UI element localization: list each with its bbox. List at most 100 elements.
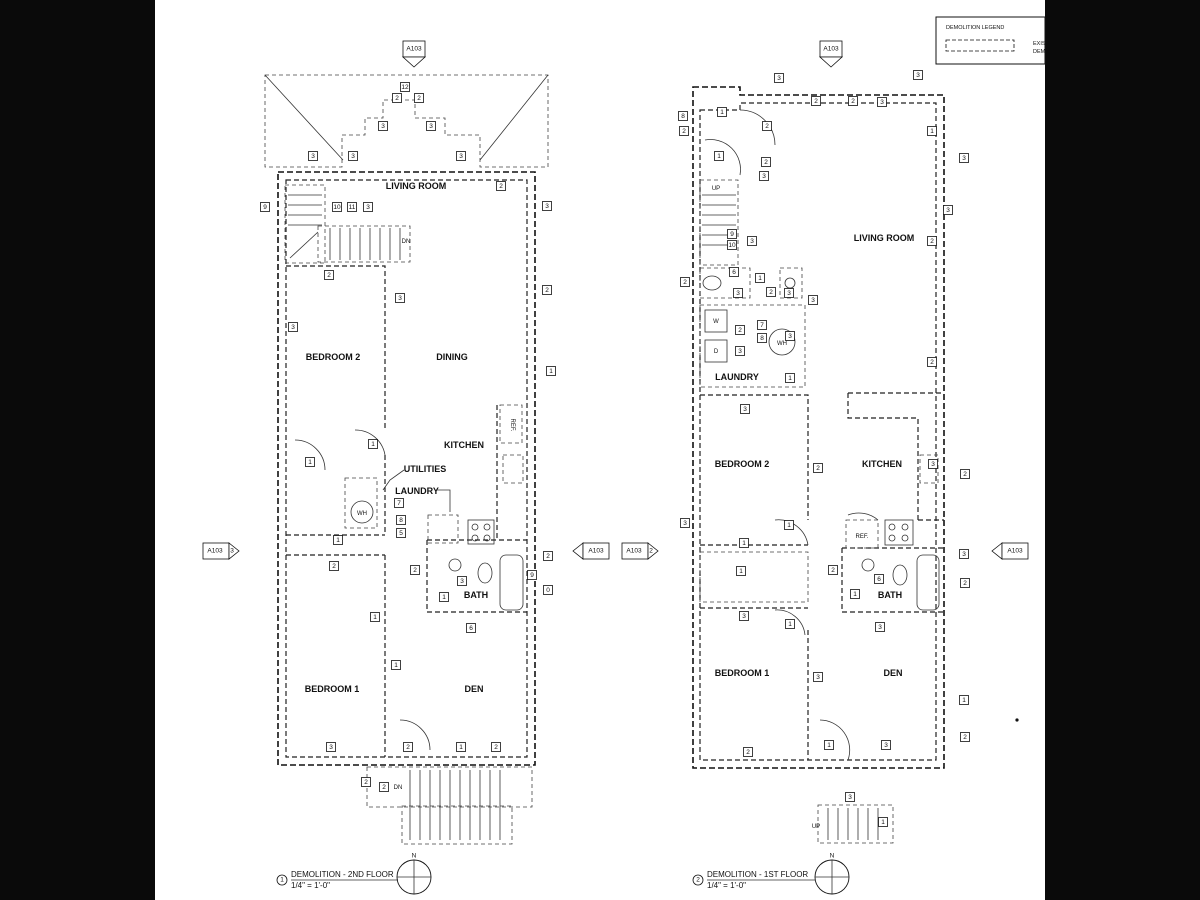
plan2-keynote-number: 1: [742, 540, 746, 547]
plan2-keynote-tag: 2: [735, 325, 745, 335]
plan2-keynote-box: [927, 357, 937, 367]
plan2-keynote-box: [943, 205, 953, 215]
plan1-keynote-tag: 9: [260, 202, 270, 212]
plan2-keynote-number: 3: [742, 613, 746, 620]
ext-stair-up-label: UP: [812, 824, 820, 830]
plan2-keynote-tag: 1: [927, 126, 937, 136]
plan2-keynote-number: 2: [963, 580, 967, 587]
ref-label: REF.: [509, 418, 515, 431]
section-marker-right: A103: [572, 542, 610, 560]
room-laundry: LAUNDRY: [395, 486, 439, 496]
plan1-keynote-number: 3: [460, 578, 464, 585]
plan2-keynote-box: [784, 288, 794, 298]
plan-title-block: 2 DEMOLITION - 1ST FLOOR 1/4" = 1'-0" N: [692, 853, 850, 895]
plan2-keynote-tag: 2: [680, 277, 690, 287]
plan1-keynote-number: 3: [311, 153, 315, 160]
plan1-keynote-box: [391, 660, 401, 670]
plan2-keynote-box: [913, 70, 923, 80]
stair-treads: [288, 194, 401, 260]
plan2-keynote-tag: 1: [824, 740, 834, 750]
plan-title-block: 1 DEMOLITION - 2ND FLOOR 1/4" = 1'-0" N: [276, 853, 432, 895]
plan1-keynote-box: [324, 270, 334, 280]
plan2-keynote-number: 6: [877, 576, 881, 583]
door-swing-bedroom1: [774, 609, 806, 636]
plan1-keynote-number: 8: [399, 517, 403, 524]
plan2-keynote-box: [927, 236, 937, 246]
section-left-ref: A103: [626, 548, 642, 555]
plan2-keynote-number: 1: [930, 128, 934, 135]
plan2-keynote-number: 2: [831, 567, 835, 574]
plan1-keynote-box: [527, 570, 537, 580]
plan2-keynote-box: [875, 622, 885, 632]
plan2-keynote-box: [759, 171, 769, 181]
plan1-keynote-tag: 2: [361, 777, 371, 787]
plan2-keynote-number: 1: [881, 819, 885, 826]
plan1-keynote-number: 1: [371, 441, 375, 448]
plan2-keynote-number: 2: [814, 98, 818, 105]
plan1-keynote-number: 2: [546, 553, 550, 560]
plan2-keynote-number: 3: [884, 742, 888, 749]
door-swing-kitchen: [847, 512, 879, 521]
plan1-keynote-box: [403, 742, 413, 752]
plan2-keynote-number: 1: [788, 375, 792, 382]
plan1-keynote-box: [414, 93, 424, 103]
plan2-keynote-tag: 3: [735, 346, 745, 356]
plan2-keynote-box: [757, 333, 767, 343]
plan-title: DEMOLITION - 2ND FLOOR: [291, 870, 394, 879]
plan1-keynote-number: 2: [417, 95, 421, 102]
section-marker-left: A103 3: [202, 542, 240, 560]
stair-up-label: UP: [712, 186, 720, 192]
plan2-keynote-box: [735, 346, 745, 356]
plan2-keynote-number: 1: [739, 568, 743, 575]
plan1-keynote-box: [457, 576, 467, 586]
plan2-keynote-tag: 3: [739, 611, 749, 621]
plan2-keynote-number: 3: [848, 794, 852, 801]
plan1-keynote-box: [332, 202, 342, 212]
door-swing-bedroom2: [774, 519, 809, 546]
demolition-legend: DEMOLITION LEGEND EXIS DEM: [935, 16, 1046, 65]
plan1-keynote-box: [378, 121, 388, 131]
plan1-keynote-number: 1: [459, 744, 463, 751]
plan2-keynote-tag: 1: [736, 566, 746, 576]
section-ref-label: A103: [823, 46, 839, 53]
plan2-keynote-number: 3: [787, 290, 791, 297]
plan2-keynote-box: [680, 277, 690, 287]
plan2-keynote-box: [928, 459, 938, 469]
room-utilities: UTILITIES: [404, 464, 447, 474]
plan1-keynote-number: 2: [406, 744, 410, 751]
plan2-keynote-number: 2: [963, 471, 967, 478]
plan2-keynote-number: 1: [787, 522, 791, 529]
plan2-keynote-tag: 2: [927, 357, 937, 367]
plan1-keynote-number: 3: [429, 123, 433, 130]
plan-scale: 1/4" = 1'-0": [291, 881, 330, 890]
plan2-keynote-tag: 3: [740, 404, 750, 414]
plan2-keynote-box: [747, 236, 757, 246]
plan1-keynote-box: [426, 121, 436, 131]
room-living: LIVING ROOM: [386, 181, 447, 191]
range: [467, 519, 495, 545]
plan2-keynote-tag: 2: [848, 96, 858, 106]
plan2-keynote-box: [757, 320, 767, 330]
plan1-keynote-tag: 6: [466, 623, 476, 633]
plan1-keynote-tag: 11: [347, 202, 357, 212]
stair-lower-dn-label: DN: [394, 785, 403, 791]
plan2-keynote-number: 2: [816, 465, 820, 472]
plan2-keynote-tag: 1: [739, 538, 749, 548]
plan1-keynote-number: 3: [291, 324, 295, 331]
plan2-keynote-tag: 3: [680, 518, 690, 528]
plan2-keynote-number: 2: [769, 289, 773, 296]
plan2-keynote-number: 3: [811, 297, 815, 304]
ref-label: REF.: [855, 534, 868, 540]
section-marker-left: A103 2: [621, 542, 659, 560]
plan-1st-floor: A103 UP W D WH: [621, 40, 1029, 895]
plan2-keynote-box: [960, 732, 970, 742]
plan2-keynote-tag: 2: [960, 578, 970, 588]
room-bath: BATH: [878, 590, 902, 600]
plan2-keynote-number: 3: [946, 207, 950, 214]
plan1-keynote-tag: 1: [456, 742, 466, 752]
plan2-keynote-box: [766, 287, 776, 297]
plan1-keynote-number: 2: [545, 287, 549, 294]
plan2-keynote-box: [877, 97, 887, 107]
stair-lower-treads: [409, 770, 501, 840]
plan2-keynote-number: 3: [788, 333, 792, 340]
